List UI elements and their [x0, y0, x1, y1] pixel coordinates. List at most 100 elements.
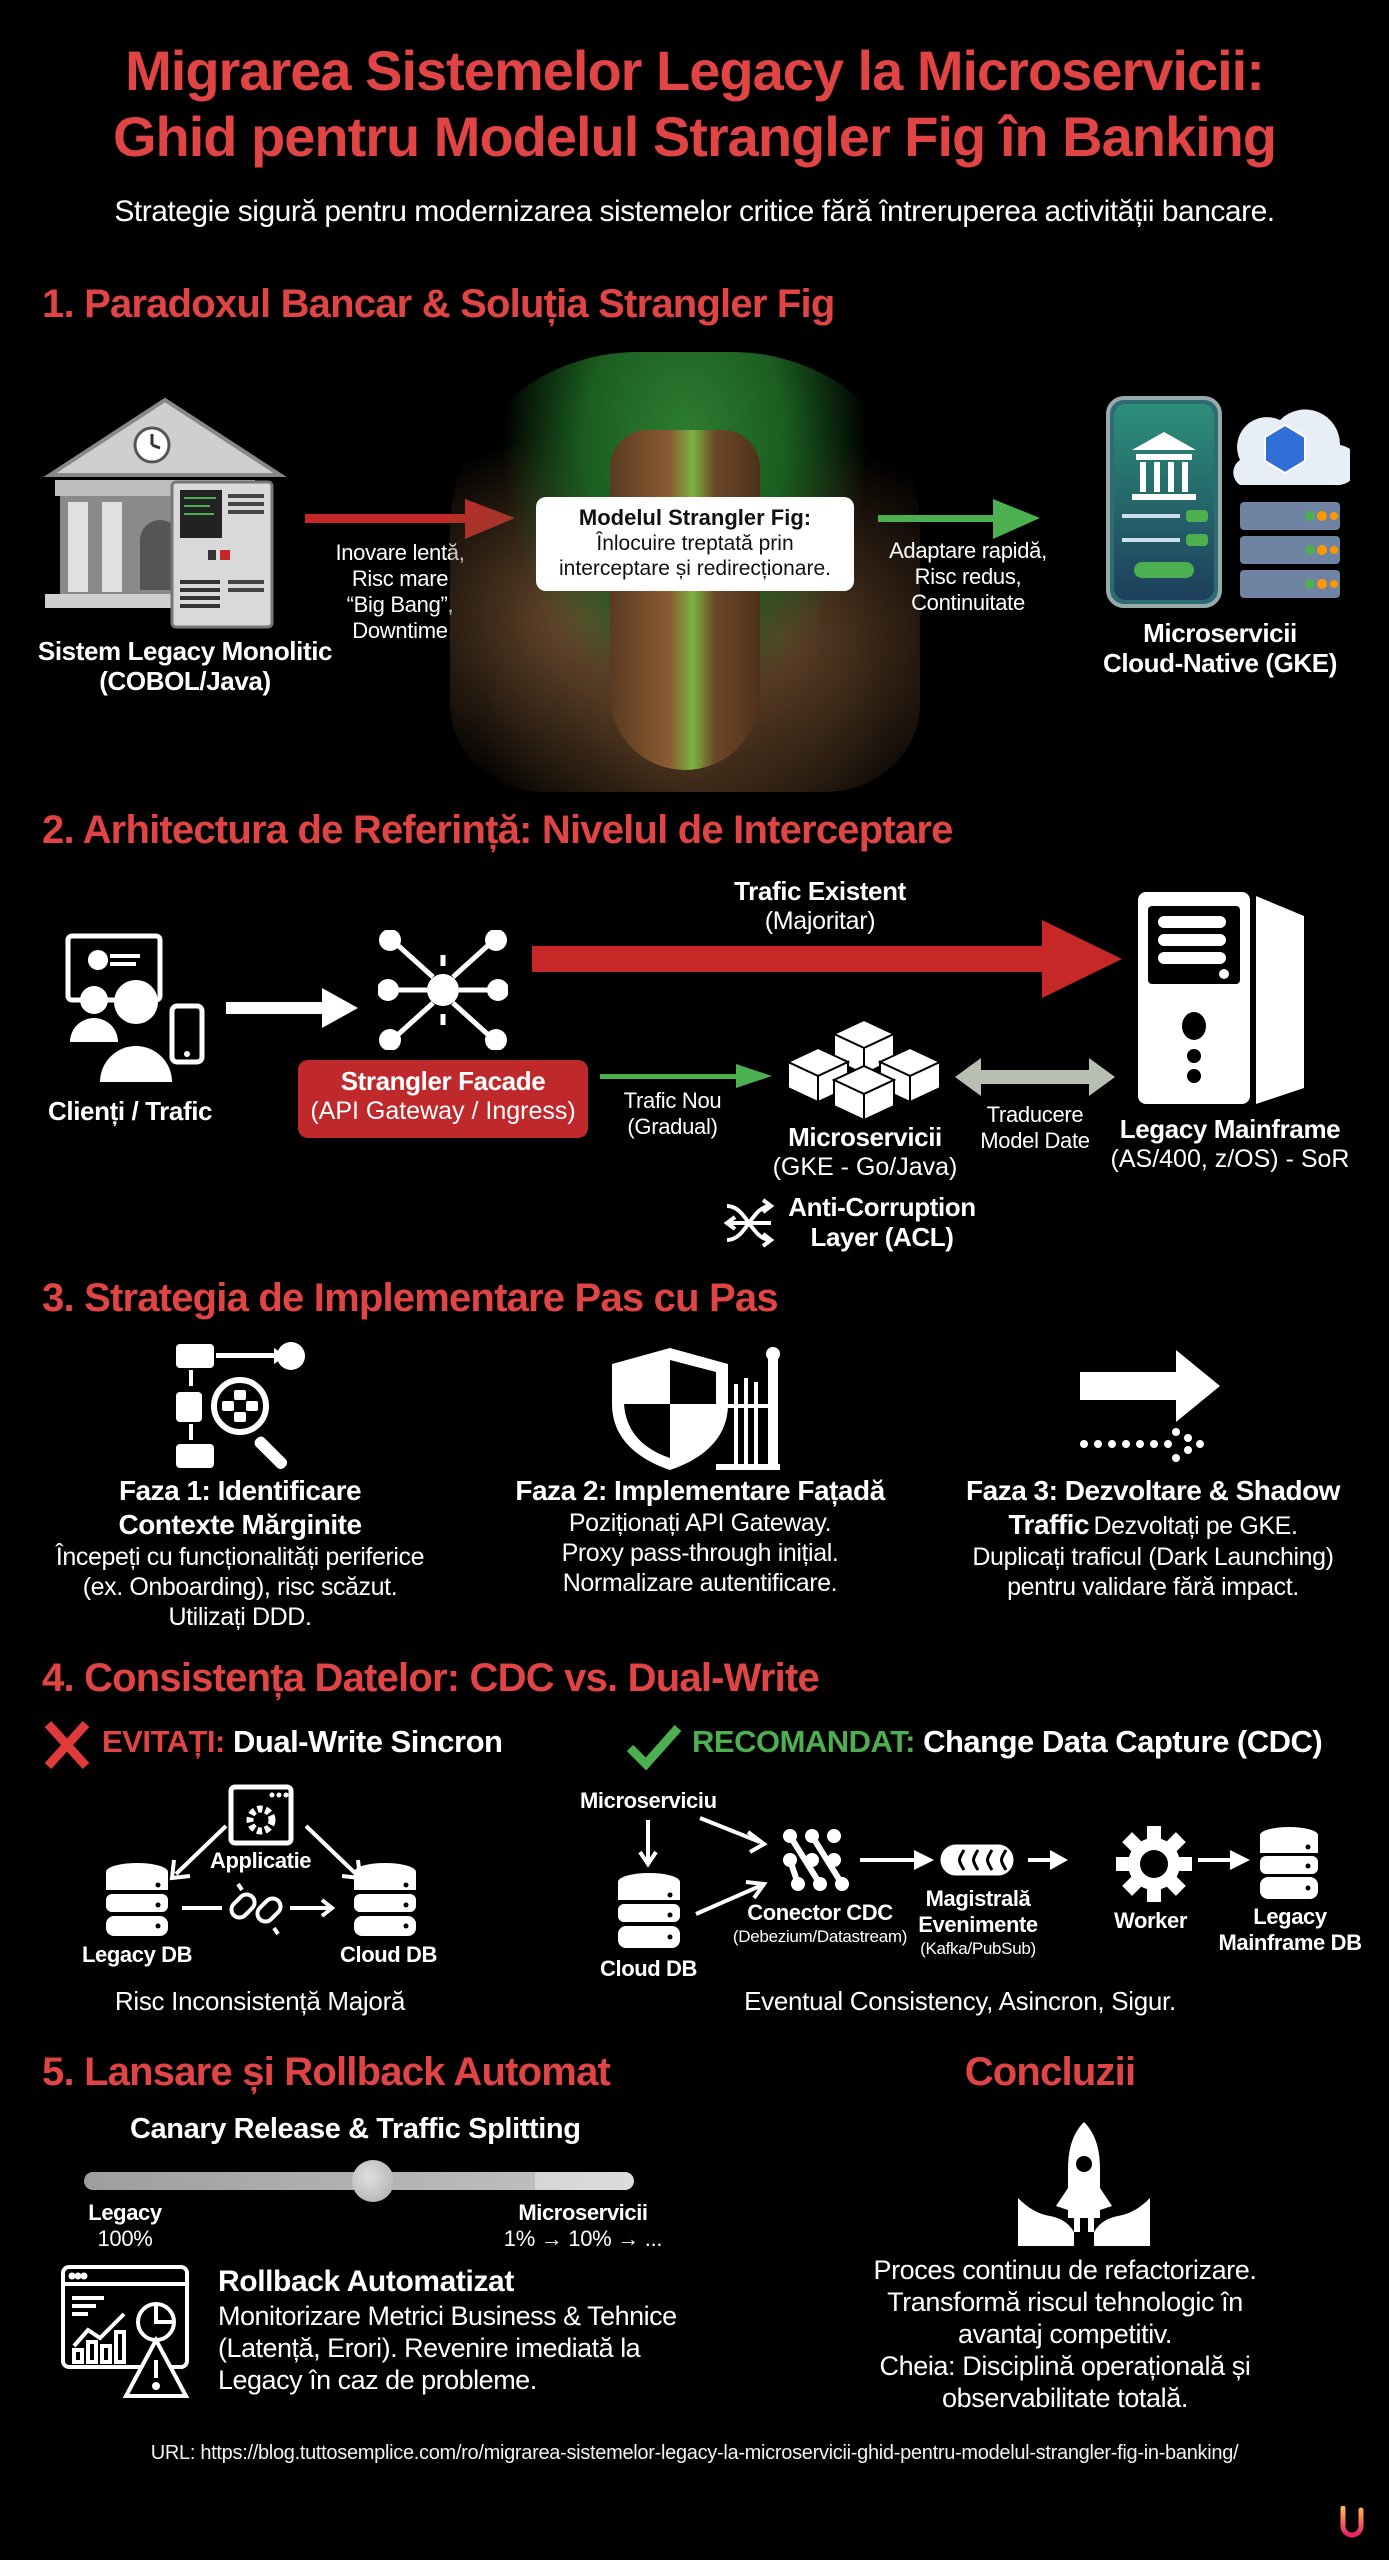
benefit-line: Adaptare rapidă, [889, 538, 1047, 563]
callout-line1: Înlocuire treptată prin [596, 532, 794, 555]
conclusion-line: Proces continuu de refactorizare. [873, 2255, 1257, 2285]
phase-3-text-inline: Dezvoltați pe GKE. [1093, 1512, 1298, 1540]
canary-title: Canary Release & Traffic Splitting [130, 2113, 581, 2145]
phase-3-text: Duplicați traficul (Dark Launching) [972, 1543, 1334, 1571]
cloud-db-cdc-icon [616, 1872, 682, 1952]
phase-3-text: pentru validare fără impact. [1007, 1573, 1299, 1601]
conclusions-text: Proces continuu de refactorizare. Transf… [840, 2254, 1290, 2414]
legacy-db-line1: Legacy [1253, 1904, 1327, 1929]
phase-1-title: Faza 1: Identificare [118, 1475, 362, 1506]
legacy-label-line2: (COBOL/Java) [99, 666, 271, 696]
microservices-title: Microservicii [788, 1122, 942, 1152]
phase-2: Faza 2: Implementare Fațadă Poziționați … [480, 1474, 920, 1598]
cloud-db-icon [352, 1862, 418, 1940]
rollback-title: Rollback Automatizat [218, 2265, 514, 2298]
recommended-tag: RECOMANDAT: [692, 1724, 915, 1759]
target-label-line2: Cloud-Native (GKE) [1102, 648, 1338, 678]
legacy-db-line2: Mainframe DB [1218, 1930, 1362, 1955]
legacy-mainframe-label: Legacy Mainframe (AS/400, z/OS) - SoR [1095, 1114, 1365, 1174]
legacy-value: 100% [97, 2226, 153, 2251]
rollback-block: Rollback Automatizat Monitorizare Metric… [218, 2264, 677, 2396]
page-subtitle: Strategie sigură pentru modernizarea sis… [114, 195, 1275, 228]
event-bus-pipe-icon [940, 1844, 1016, 1876]
translation-double-arrow-icon [955, 1058, 1115, 1096]
bus-subtitle: (Kafka/PubSub) [920, 1939, 1036, 1958]
rollback-text: Monitorizare Metrici Business & Tehnice [218, 2301, 677, 2331]
connector-title: Conector CDC [747, 1900, 893, 1925]
microservices-label: Microservicii (GKE - Go/Java) [755, 1122, 975, 1182]
slider-microservices-label: Microservicii 1% → 10% → ... [488, 2200, 678, 2252]
translation-line2: Model Date [980, 1128, 1090, 1153]
callout-line2: interceptare și redirecționare. [559, 557, 831, 580]
acl-label: Anti-Corruption Layer (ACL) [782, 1192, 982, 1252]
slider-legacy-label: Legacy 100% [70, 2200, 180, 2252]
facade-subtitle: (API Gateway / Ingress) [310, 1097, 576, 1125]
drawback-line: “Big Bang”, [346, 592, 454, 617]
worker-gear-icon [1114, 1826, 1194, 1902]
clients-label: Clienți / Trafic [48, 1096, 213, 1126]
conclusions-title: Concluzii [964, 2050, 1136, 2094]
dual-write-arrows-icon [150, 1822, 382, 1882]
section-1-title: 1. Paradoxul Bancar & Soluția Strangler … [42, 282, 835, 326]
section-2-title: 2. Arhitectura de Referință: Nivelul de … [42, 808, 953, 852]
strangler-fig-callout: Modelul Strangler Fig: Înlocuire treptat… [536, 497, 854, 591]
legacy-db-label: Legacy DB [82, 1942, 193, 1967]
acl-line1: Anti-Corruption [788, 1192, 976, 1222]
drawback-line: Risc mare [351, 566, 449, 591]
new-traffic-line1: Trafic Nou [623, 1088, 722, 1113]
green-arrow-icon [878, 496, 1040, 542]
bank-server-icon [40, 390, 290, 630]
phase-1-text: Începeți cu funcționalități periferice [55, 1543, 425, 1571]
page-title: Migrarea Sistemelor Legacy la Microservi… [0, 38, 1389, 170]
benefit-line: Risc redus, [914, 564, 1022, 589]
source-url-link[interactable]: URL: https://blog.tuttosemplice.com/ro/m… [150, 2442, 1239, 2464]
section-4-title: 4. Consistența Datelor: CDC vs. Dual-Wri… [42, 1656, 820, 1700]
new-traffic-label: Trafic Nou (Gradual) [600, 1088, 745, 1140]
new-traffic-arrow-icon [600, 1064, 772, 1090]
phase-1: Faza 1: Identificare Contexte Mărginite … [10, 1474, 470, 1632]
checkmark-icon [626, 1724, 682, 1770]
conclusion-line: Cheia: Disciplină operațională și [879, 2351, 1251, 2381]
mobile-cloud-servers-icon [1100, 390, 1350, 610]
brand-logo-icon [1338, 2506, 1366, 2540]
monitoring-dashboard-warning-icon [60, 2264, 192, 2400]
cdc-connector-label: Conector CDC (Debezium/Datastream) [720, 1900, 920, 1948]
acl-line2: Layer (ACL) [810, 1222, 954, 1252]
avoid-tag: EVITAȚI: [102, 1724, 225, 1759]
rollback-text: Legacy în caz de probleme. [218, 2365, 537, 2395]
section-5-title: 5. Lansare și Rollback Automat [42, 2050, 611, 2094]
callout-title: Modelul Strangler Fig: [578, 505, 812, 530]
arrow-right-icon [1198, 1848, 1250, 1872]
microservice-benefits: Adaptare rapidă, Risc redus, Continuitat… [870, 538, 1066, 616]
traffic-split-slider-handle[interactable] [352, 2160, 394, 2202]
title-line-1: Migrarea Sistemelor Legacy la Microservi… [125, 39, 1265, 102]
drawback-line: Inovare lentă, [335, 540, 465, 565]
event-bus-label: Magistrală Evenimente (Kafka/PubSub) [908, 1886, 1048, 1960]
mainframe-server-icon [1132, 888, 1312, 1108]
legacy-label: Legacy [88, 2200, 162, 2225]
new-traffic-line2: (Gradual) [627, 1114, 718, 1139]
phase-2-text: Proxy pass-through inițial. [561, 1539, 839, 1567]
benefit-line: Continuitate [911, 590, 1025, 615]
phase-1-text: (ex. Onboarding), risc scăzut. [82, 1573, 398, 1601]
arrow-right-icon [1028, 1848, 1068, 1872]
rocket-launch-icon [1018, 2122, 1150, 2246]
api-gateway-hub-icon [378, 930, 508, 1050]
microservices-subtitle: (GKE - Go/Java) [772, 1153, 958, 1181]
application-label: Applicatie [210, 1848, 312, 1873]
cloud-db-cdc-label: Cloud DB [600, 1956, 698, 1981]
legacy-system-label: Sistem Legacy Monolitic (COBOL/Java) [20, 636, 350, 696]
facade-title: Strangler Facade [340, 1066, 546, 1096]
application-gear-icon [228, 1784, 294, 1846]
recommended-title: Change Data Capture (CDC) [923, 1724, 1323, 1759]
phase-2-title: Faza 2: Implementare Fațadă [515, 1475, 885, 1506]
legacy-label-line1: Sistem Legacy Monolitic [37, 636, 333, 666]
rollback-text: (Latență, Erori). Revenire imediată la [218, 2333, 641, 2363]
drawback-line: Downtime [352, 618, 448, 643]
microservices-target-label: Microservicii Cloud-Native (GKE) [1070, 618, 1370, 678]
cdc-arrows-icon [620, 1814, 780, 1934]
microservice-label: Microserviciu [580, 1788, 717, 1813]
white-arrow-icon [226, 988, 358, 1028]
connector-subtitle: (Debezium/Datastream) [732, 1927, 908, 1946]
microservices-slider-label: Microservicii [518, 2200, 648, 2225]
